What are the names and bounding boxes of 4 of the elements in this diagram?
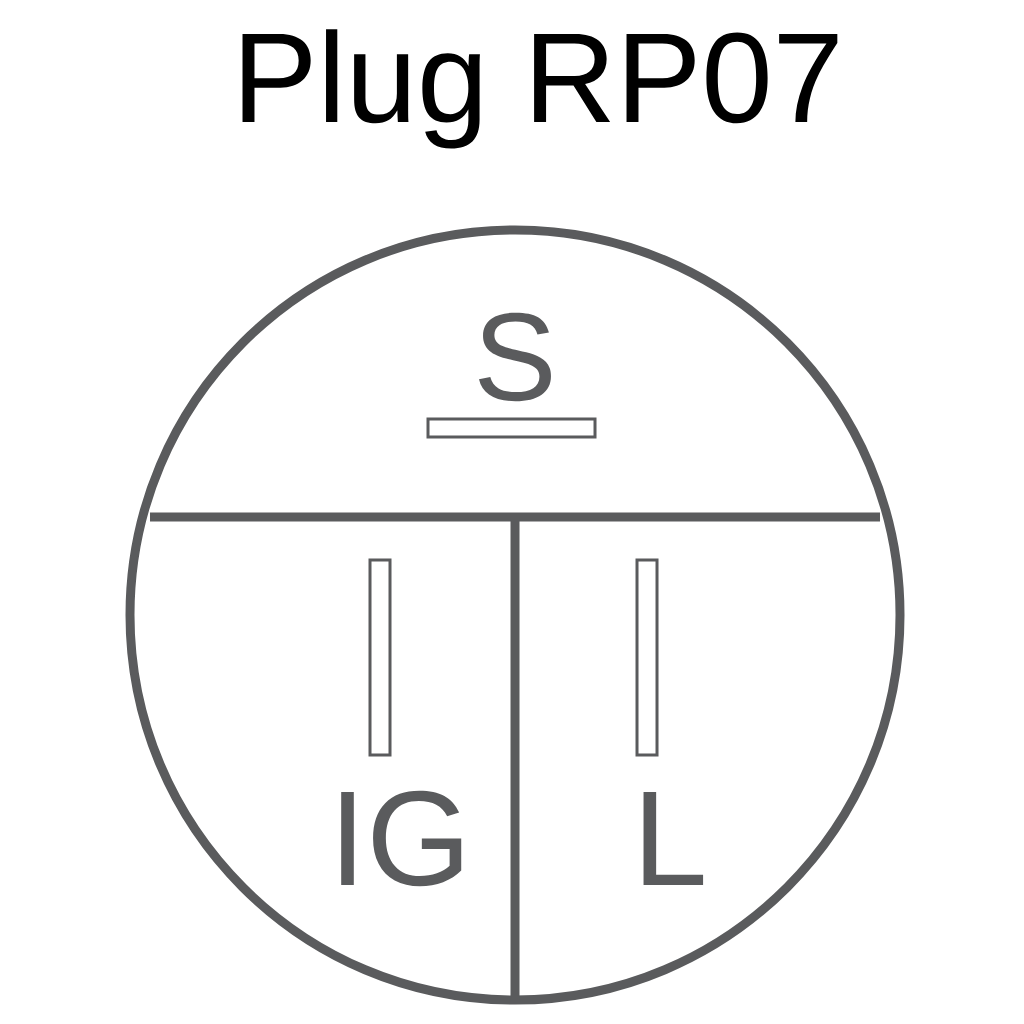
pin-label: IG: [341, 790, 462, 887]
title: Plug RP07: [242, 29, 838, 149]
pin-label: L: [643, 792, 704, 885]
pin-label: S: [479, 312, 551, 402]
